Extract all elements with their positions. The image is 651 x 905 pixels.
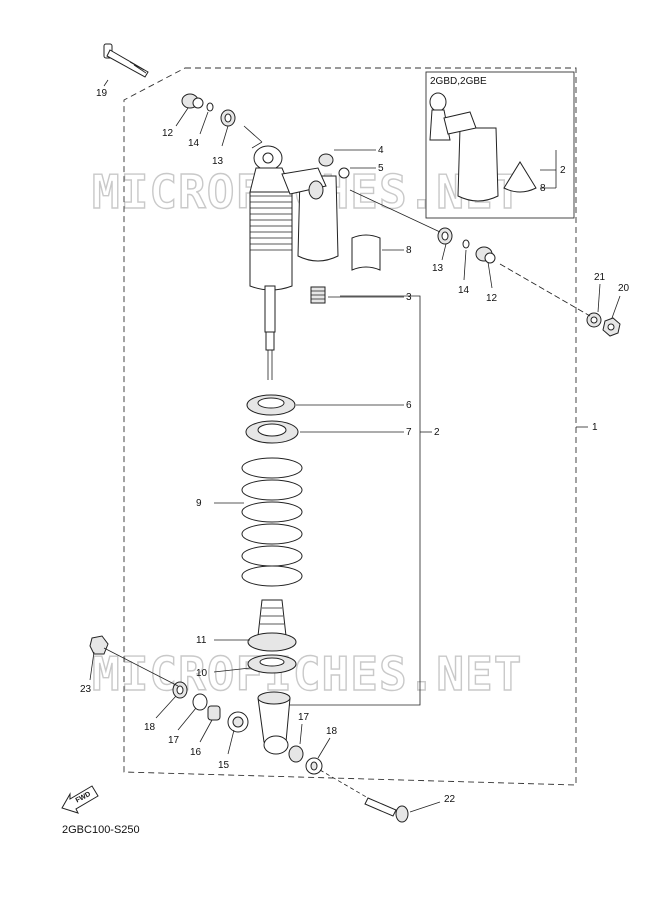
nut-23 [89,635,109,655]
washer-13-right [437,227,453,245]
callout-18-right: 18 [326,726,338,737]
bearing-16 [207,705,221,721]
collar-12-top [181,93,204,109]
bolt-19 [103,43,149,78]
callout-12-right: 12 [486,293,498,304]
bolt-22 [364,797,409,823]
band-8 [351,234,381,271]
callout-22: 22 [444,794,456,805]
fwd-arrow-icon: FWD [61,785,99,814]
leader-lines [89,79,621,813]
adjuster-nut-7 [245,420,299,444]
washer-21 [586,312,602,328]
callout-23: 23 [80,684,92,695]
spring-9 [241,457,303,587]
nut-20 [602,317,621,337]
callout-1: 1 [592,422,598,433]
collar-17-right [288,745,304,763]
bearing-15 [227,711,249,733]
shock-absorber-body [249,145,339,380]
subassembly-bracket [284,295,421,706]
callout-16: 16 [190,747,202,758]
callout-4: 4 [378,145,384,156]
callout-13-right: 13 [432,263,444,274]
locknut-6 [246,394,296,416]
collar-12-right [475,246,496,264]
washer-18-right [305,757,323,775]
callout-11: 11 [196,635,207,646]
spring-seat-10 [247,654,297,674]
callout-19: 19 [96,88,108,99]
callout-3: 3 [406,292,412,303]
inset-box [425,71,575,219]
inset-shock-drawing [429,92,537,202]
oring-14-top [206,102,214,112]
callout-6: 6 [406,400,412,411]
bumper-11 [247,599,297,652]
callout-10: 10 [196,668,208,679]
callout-9: 9 [196,498,202,509]
callout-12-top: 12 [162,128,174,139]
watermark-bottom: MICROFICHES.NET [92,647,522,701]
callout-13-top: 13 [212,156,224,167]
callout-8: 8 [406,245,412,256]
callout-2: 2 [434,427,440,438]
callout-17-right: 17 [298,712,310,723]
washer-18-left [172,681,188,699]
callout-14-top: 14 [188,138,200,149]
oring-5 [338,167,350,179]
callout-7: 7 [406,427,412,438]
callout-15: 15 [218,760,230,771]
diagram-code: 2GBC100-S250 [62,824,140,836]
inset-callout-8: 8 [540,183,546,194]
callout-14-right: 14 [458,285,470,296]
oring-14-right [462,239,470,249]
collar-17-left [192,693,208,711]
callout-5: 5 [378,163,384,174]
callout-18-left: 18 [144,722,156,733]
callout-21: 21 [594,272,606,283]
assembly-boundary [123,67,577,786]
adjuster-3 [310,286,326,304]
callout-20: 20 [618,283,630,294]
callout-17-left: 17 [168,735,180,746]
inset-callout-2: 2 [560,165,566,176]
collar-4 [318,153,334,167]
washer-13-top [220,109,236,127]
lower-eye [257,691,291,755]
inset-title: 2GBD,2GBE [430,76,487,87]
